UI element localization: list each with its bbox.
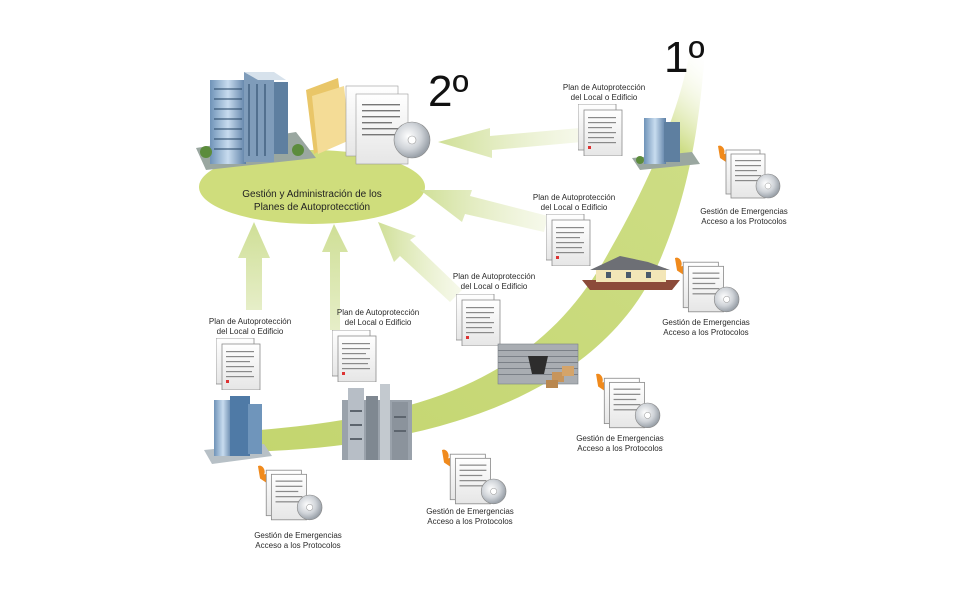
central-label-line1: Gestión y Administración de los [242, 189, 382, 200]
emergency-label-5-line2: Acceso a los Protocolos [255, 541, 341, 550]
emergency-label-4-line1: Gestión de Emergencias [426, 507, 514, 516]
step-first-label: 1º [664, 33, 705, 82]
plan-label-4: Plan de Autoprotección del Local o Edifi… [337, 308, 419, 328]
emergency-label-3-line2: Acceso a los Protocolos [577, 444, 663, 453]
plan-label-1-line2: del Local o Edificio [570, 93, 638, 102]
small-office-icon [632, 118, 700, 170]
central-ellipse [199, 150, 425, 224]
emergency-doc-icon-4 [441, 449, 507, 505]
plan-label-5: Plan de Autoprotección del Local o Edifi… [209, 317, 291, 337]
emergency-doc-icon-2 [674, 257, 740, 313]
document-stack-icon [345, 85, 409, 165]
plan-label-4-line1: Plan de Autoprotección [336, 308, 420, 317]
emergency-label-4: Gestión de Emergencias Acceso a los Prot… [426, 507, 514, 527]
plan-label-2-line2: del Local o Edificio [540, 203, 608, 212]
office-tower-icon [196, 72, 316, 170]
emergency-doc-icon-1 [717, 145, 781, 199]
emergency-label-2-line1: Gestión de Emergencias [662, 318, 750, 327]
arrow-3 [378, 222, 462, 302]
arrow-2 [420, 190, 548, 232]
emergency-label-4-line2: Acceso a los Protocolos [427, 517, 513, 526]
emergency-label-1: Gestión de Emergencias Acceso a los Prot… [700, 207, 788, 227]
glass-tower-icon [204, 396, 272, 464]
emergency-doc-icon-5 [257, 465, 323, 521]
emergency-label-2: Gestión de Emergencias Acceso a los Prot… [662, 318, 750, 338]
central-label-line2: Planes de Autoprotecctión [253, 202, 371, 213]
emergency-label-5: Gestión de Emergencias Acceso a los Prot… [254, 531, 342, 551]
cd-disc-icon [393, 121, 431, 159]
emergency-label-3-line1: Gestión de Emergencias [576, 434, 664, 443]
emergency-label-3: Gestión de Emergencias Acceso a los Prot… [576, 434, 664, 454]
plan-label-5-line1: Plan de Autoprotección [208, 317, 292, 326]
arrow-4 [322, 224, 348, 330]
plan-label-2-line1: Plan de Autoprotección [532, 193, 616, 202]
plan-label-4-line2: del Local o Edificio [344, 318, 412, 327]
warehouse-icon [497, 343, 579, 388]
step-second-label: 2º [428, 67, 469, 116]
plan-doc-icon-3 [456, 294, 501, 346]
plan-label-3-line1: Plan de Autoprotección [452, 272, 536, 281]
plan-label-3: Plan de Autoprotección del Local o Edifi… [453, 272, 535, 292]
emergency-label-1-line2: Acceso a los Protocolos [701, 217, 787, 226]
plan-doc-icon-4 [332, 330, 377, 382]
flow-arrows [238, 128, 582, 330]
house-icon [582, 256, 680, 290]
plan-label-3-line2: del Local o Edificio [460, 282, 528, 291]
emergency-label-2-line2: Acceso a los Protocolos [663, 328, 749, 337]
plan-label-1-line1: Plan de Autoprotección [562, 83, 646, 92]
plan-doc-icon-1 [578, 104, 623, 156]
factory-icon [342, 384, 412, 460]
arrow-1 [438, 128, 582, 158]
folder-icon [306, 78, 350, 154]
plan-label-1: Plan de Autoprotección del Local o Edifi… [563, 83, 645, 103]
emergency-label-5-line1: Gestión de Emergencias [254, 531, 342, 540]
plan-doc-icon-5 [216, 338, 261, 390]
emergency-label-1-line1: Gestión de Emergencias [700, 207, 788, 216]
emergency-doc-icon-3 [595, 373, 661, 429]
plan-doc-icon-2 [546, 214, 591, 266]
arrow-5 [238, 222, 270, 310]
plan-label-2: Plan de Autoprotección del Local o Edifi… [533, 193, 615, 213]
arc-band [232, 50, 705, 452]
plan-label-5-line2: del Local o Edificio [216, 327, 284, 336]
central-label: Gestión y Administración de los Planes d… [242, 188, 382, 214]
